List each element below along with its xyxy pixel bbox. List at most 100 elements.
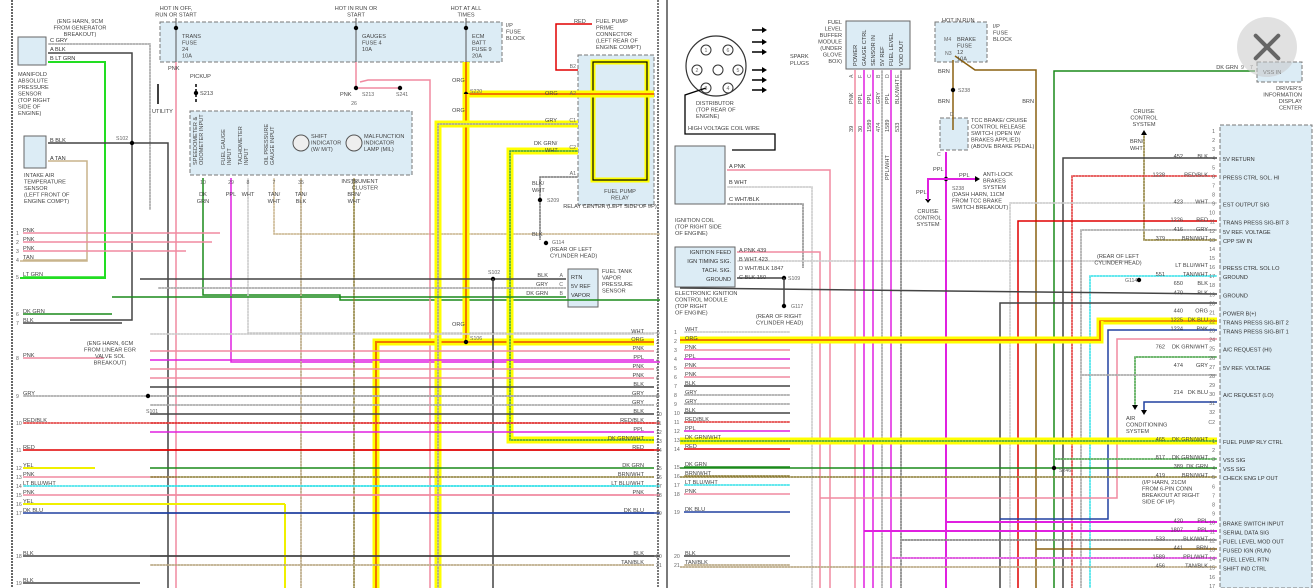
close-button[interactable] (1237, 17, 1297, 77)
splice-s241 (397, 85, 403, 91)
eicm-box (674, 246, 736, 288)
wire-map-blk (48, 52, 133, 321)
pcm-c2-circuit: 379 (1156, 236, 1165, 242)
ac-arrow-icon (1141, 410, 1147, 415)
pcm-c2-pin-number: 17 (1209, 274, 1215, 280)
cruise-control-top-label: CONTROL (1130, 116, 1157, 122)
pcm-c3-pin-number: 2 (1212, 448, 1215, 454)
pcm-c2-pin-number: 7 (1212, 183, 1215, 189)
ignition-coil-label: (TOP RIGHT SIDE (675, 225, 722, 231)
left-pin-color: PNK (23, 237, 35, 243)
arrow-icon (762, 27, 767, 33)
right-page-pin-color: TAN/BLK (685, 560, 708, 566)
pcm-c3-wire-color: BRN (1196, 546, 1208, 552)
ignition-coil-pin: C WHT/BLK (729, 197, 760, 203)
wire-label-brnwht: WHT (1130, 146, 1143, 152)
fuse-node (173, 25, 179, 31)
relay-pin-label: A1 (570, 171, 576, 177)
wire-label-pnk-2: PNK (340, 92, 352, 98)
right-pin-color: ORG (631, 337, 644, 343)
ignition-coil-label: OF ENGINE) (675, 231, 708, 237)
right-page-pin-number: 18 (674, 492, 680, 498)
right-pin-number: 15 (656, 466, 662, 472)
pcm-c3-wire-color: PPL/WHT (1183, 555, 1208, 561)
pcm-c2-pin-number: 27 (1209, 365, 1215, 371)
eicm-label: CONTROL MODULE (675, 298, 728, 304)
left-pin-color: LT GRN (23, 272, 43, 278)
relay-center-label: RELAY CENTER (LEFT SIDE OF I/P) (563, 204, 657, 210)
buffer-pin-circuit: 1589 (885, 120, 891, 132)
wire-brake-brn-right (954, 55, 1037, 588)
splice-s246-label: S246 (1059, 468, 1071, 474)
pcm-c3-circuit: 465 (1156, 437, 1165, 443)
fuel-tank-sensor-pin: B (560, 291, 564, 297)
buffer-pin-letter: A (849, 74, 855, 78)
right-pin-color: LT BLU/WHT (611, 481, 644, 487)
pcm-c2-pin-number: 16 (1209, 265, 1215, 271)
fuel-tank-sensor-wire: GRY (536, 282, 548, 288)
buffer-pin-color: PPL (885, 93, 891, 104)
fuel-tank-sensor-wire: BLK (537, 273, 548, 279)
arrow-icon (762, 67, 767, 73)
cluster-pin-number: 24 (351, 180, 357, 186)
pcm-c3-pin-number: 6 (1212, 484, 1215, 490)
buffer-pin-color: BLK/WHT (895, 79, 901, 104)
cluster-input-label: ODOMETER INPUT (199, 114, 205, 165)
anti-lock-label: BRAKES (983, 179, 1006, 185)
pcm-c2-label: C2 (1208, 420, 1215, 426)
relay-wire-label: WHT (545, 148, 558, 154)
map-sensor-label: SIDE OF (18, 105, 41, 111)
distributor-terminal (691, 64, 703, 76)
pcm-c2-pin-number: 30 (1209, 392, 1215, 398)
wire-org-down (375, 94, 467, 588)
splice-s101-label: S101 (146, 409, 158, 415)
wire-map-ltgrn (20, 61, 106, 279)
ac-system-label: SYSTEM (1126, 429, 1149, 435)
pcm-c3-circuit: 420 (1174, 518, 1183, 524)
pcm-wire (1000, 329, 1217, 520)
wire-cruise-brnwht (1143, 135, 1217, 241)
left-pin-number: 2 (16, 240, 19, 246)
pcm-c3-circuit: 1589 (1153, 555, 1165, 561)
left-pin-number: 3 (16, 249, 19, 255)
cylinder-number: 6 (727, 48, 730, 54)
cylinder-number: 3 (705, 86, 708, 92)
eicm-label: OF ENGINE) (675, 311, 708, 317)
pcm-c3-pin-number: 4 (1212, 466, 1215, 472)
spark-plugs-label: SPARK (790, 54, 809, 60)
pcm-c2-pin-number: 18 (1209, 283, 1215, 289)
left-pin-color: BLK (23, 318, 34, 324)
ac-system-label: CONDITIONING (1126, 423, 1167, 429)
left-pin-color: PNK (23, 490, 35, 496)
fuel-pump-relay-label: RELAY (611, 196, 629, 202)
left-pin-color: DK BLU (23, 508, 43, 514)
ip-harn-note: SIDE OF I/P) (1142, 500, 1175, 506)
eicm-pin-function: TACH. SIG. (702, 268, 732, 274)
iat-sensor-label: INTAKE AIR (24, 173, 54, 179)
fuel-tank-sensor-label: SENSOR (602, 289, 626, 295)
fuel-level-buffer-label: BOX) (828, 59, 842, 65)
map-sensor-label: PRESSURE (18, 85, 49, 91)
fuel-tank-sensor-label: FUEL TANK (602, 269, 632, 275)
splice-s102 (129, 140, 135, 146)
pcm-c3-pin-number: 13 (1209, 548, 1215, 554)
right-page-pin-color: PPL (685, 354, 696, 360)
abs-arrow-icon (975, 176, 980, 182)
fuse-hot-label: TIMES (457, 13, 474, 19)
wire-label-dkgrn: DK GRN (1216, 65, 1238, 71)
pcm-wire-tracer (1089, 275, 1217, 588)
splice-s106 (463, 339, 469, 345)
pcm-c3-wire-color: BRN/WHT (1182, 473, 1209, 479)
fuel-level-buffer-label: FUEL (828, 20, 842, 26)
buffer-pin-letter: C (867, 74, 873, 78)
distributor-terminal (722, 82, 734, 94)
map-sensor-label: (TOP RIGHT (18, 98, 51, 104)
cluster-pin-number: 8 (247, 180, 250, 186)
pcm-c3-wire-color: DK GRN/WHT (1172, 437, 1209, 443)
pcm-c2-wire-color: PNK (1196, 327, 1208, 333)
right-pin-number: 7 (656, 385, 659, 391)
pcm-c2-circuit: 1225 (1171, 317, 1183, 323)
pcm-c2-pin-function: EST OUTPUT SIG (1223, 203, 1269, 209)
right-page-pin-color: LT BLU/WHT (685, 480, 718, 486)
right-page-pin-number: 5 (674, 366, 677, 372)
